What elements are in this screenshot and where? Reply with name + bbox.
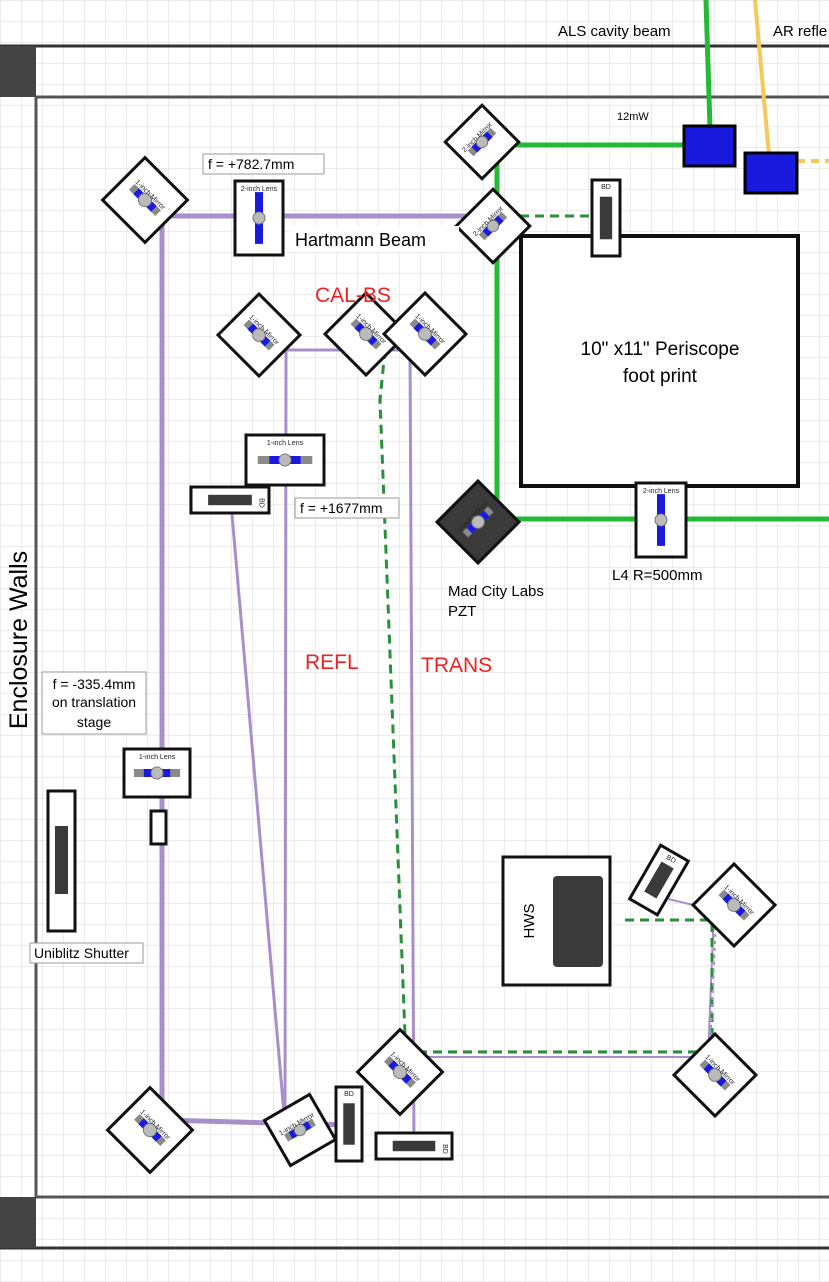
lens-f-335-stage: [149, 809, 168, 846]
svg-text:2-inch Lens: 2-inch Lens: [643, 488, 680, 495]
hws-camera: HWS: [501, 855, 612, 987]
mirror-hws-right: 1-inch Mirror: [690, 861, 778, 949]
wall-corner-top: [0, 46, 36, 97]
hws-sensor: [553, 876, 603, 967]
lens-f-1677: 1-inch Lens: [244, 433, 326, 487]
mirror-refl-top: 1-inch Mirror: [215, 291, 303, 379]
mirror-trans-top: 1-inch Mirror: [381, 290, 469, 378]
power-12mw-label: 12mW: [617, 111, 649, 123]
ar-reflection-beam-path: [753, 0, 829, 163]
lens-f-782-label: f = +782.7mm: [208, 156, 294, 172]
mad-city-labs-label-line1: Mad City Labs: [448, 583, 544, 600]
wall-corner-bottom: [0, 1197, 36, 1248]
beam-dump-refl: BD: [189, 485, 271, 515]
svg-text:BD: BD: [258, 498, 265, 508]
lens-f-335-label-line3: stage: [77, 714, 111, 730]
trans-label: TRANS: [421, 654, 492, 677]
mirror-2in-top: 2-inch Mirror: [443, 103, 521, 181]
beam-dump-hws: BD: [627, 843, 691, 917]
beam-dump-periscope: BD: [590, 178, 622, 258]
beam-dump-bottom: BD: [374, 1131, 454, 1161]
lens-l4: 2-inch Lens: [634, 481, 688, 559]
periscope-footprint: 10" x11" Periscope foot print: [519, 234, 800, 488]
lens-f-335: 1-inch Lens: [122, 747, 192, 799]
beam-dump-bottom-middle: BD: [334, 1085, 364, 1163]
mirror-hws-bottom: 1-inch Mirror: [671, 1031, 759, 1119]
lens-f-335-label-line2: on translation: [52, 694, 136, 710]
cal-bs-label: CAL-BS: [315, 284, 391, 307]
lens-f-335-label-line1: f = -335.4mm: [53, 676, 136, 692]
periscope-label-line2: foot print: [623, 366, 698, 387]
svg-text:BD: BD: [601, 184, 611, 191]
uniblitz-shutter: [46, 789, 77, 933]
hws-label: HWS: [521, 904, 538, 939]
periscope-label-line1: 10" x11" Periscope: [581, 339, 740, 360]
lens-f-782: 2-inch Lens: [233, 179, 285, 257]
enclosure-walls-label: Enclosure Walls: [5, 551, 33, 729]
als-cavity-beam-label: ALS cavity beam: [558, 23, 671, 40]
svg-text:1-inch Lens: 1-inch Lens: [139, 754, 176, 761]
diagram-labels: ALS cavity beam AR refle 12mW f = +782.7…: [5, 23, 827, 964]
als-photodetector: [682, 124, 737, 168]
mad-city-labs-label-line2: PZT: [448, 603, 476, 620]
mad-city-labs-pzt-mirror: 2-inch Mirror: [434, 478, 522, 566]
hartmann-beam-label: Hartmann Beam: [295, 230, 426, 250]
refl-label: REFL: [305, 651, 359, 674]
svg-text:1-inch Lens: 1-inch Lens: [267, 440, 304, 447]
ar-reflection-label: AR refle: [773, 23, 827, 40]
mirror-top-left: 1-inch Mirror: [100, 155, 190, 245]
uniblitz-shutter-label: Uniblitz Shutter: [34, 945, 129, 961]
svg-text:BD: BD: [665, 854, 677, 865]
ar-photodetector: [743, 151, 799, 195]
cal-bs-splitter: 1-inch Mirror: [322, 290, 410, 378]
dashed-beam-paths: [378, 214, 717, 1054]
mirror-trans-bottom: 1-inch Mirror: [355, 1027, 445, 1117]
mirror-2in-hartmann-pickoff: 2-inch Mirror: [454, 187, 532, 265]
svg-text:BD: BD: [441, 1144, 448, 1154]
l4-lens-label: L4 R=500mm: [612, 567, 702, 584]
mirror-bottom-left: 1-inch Mirror: [105, 1085, 195, 1175]
lens-f-1677-label: f = +1677mm: [300, 500, 383, 516]
svg-text:BD: BD: [344, 1091, 354, 1098]
svg-text:2-inch Lens: 2-inch Lens: [241, 186, 278, 193]
enclosure-walls: [0, 44, 829, 1250]
mirror-bottom-middle: 1-inch Mirror: [262, 1092, 338, 1168]
